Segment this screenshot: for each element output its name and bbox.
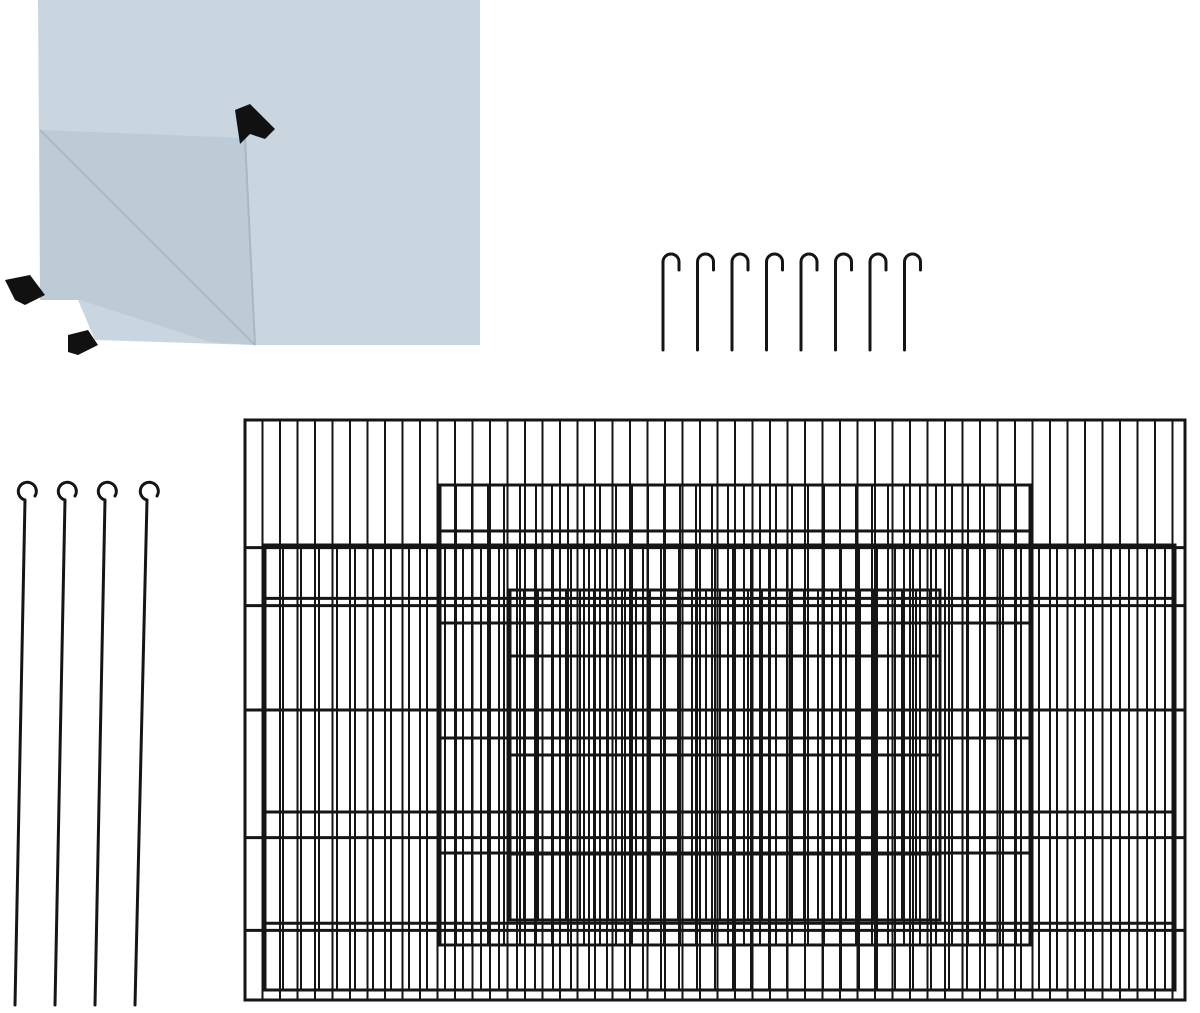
clip-icon (235, 104, 275, 144)
fence-panels (243, 418, 1187, 1002)
clip-icon (5, 275, 45, 305)
ring-stake (133, 480, 160, 1007)
ring-stake (93, 480, 118, 1007)
panel-frame (438, 483, 1032, 947)
hook-peg (903, 252, 922, 352)
ring-stake (13, 480, 38, 1007)
hook-peg (661, 252, 681, 352)
hook-peg (730, 252, 750, 352)
panel-frame (263, 543, 1177, 992)
cover-fold-edge (39, 129, 256, 346)
hook-peg (834, 252, 853, 352)
ring-stake (53, 480, 78, 1007)
hook-peg (696, 252, 715, 352)
cover-seam (244, 137, 256, 346)
ring-stakes (13, 480, 160, 1007)
cover-clips (5, 104, 275, 355)
clip-icon (68, 330, 98, 355)
fabric-cover (5, 0, 480, 355)
hook-pegs (661, 252, 922, 352)
hook-peg (868, 252, 888, 352)
inner-door-panel (508, 588, 942, 922)
hook-peg (765, 252, 784, 352)
hook-peg (799, 252, 819, 352)
